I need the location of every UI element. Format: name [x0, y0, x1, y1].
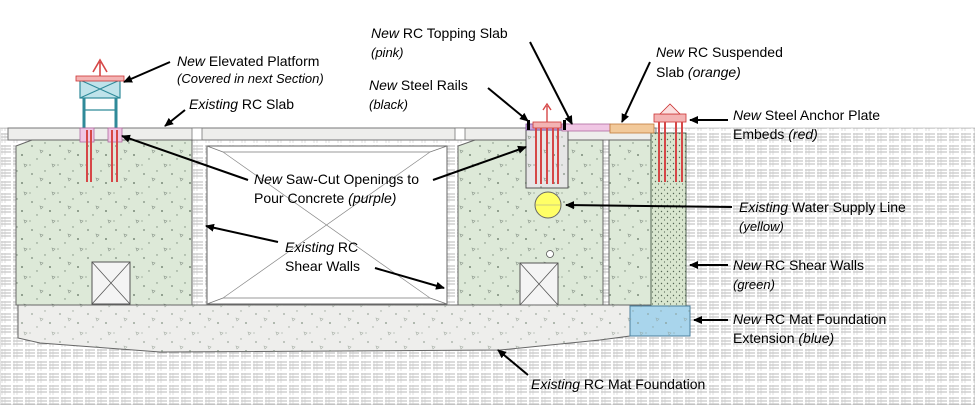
new-rc-shear-wall [650, 132, 687, 309]
label-topping-slab: New RC Topping Slab [371, 25, 508, 41]
label-existing-slab: Existing RC Slab [189, 96, 294, 112]
anchor-embeds-column [653, 103, 687, 182]
label-mat-extension: New RC Mat Foundation [733, 311, 886, 327]
label-existing-shear-walls: Existing RC [285, 239, 358, 255]
label-steel-rails-color: (black) [369, 97, 408, 112]
leader-arrows [121, 41, 733, 376]
label-suspended-slab-line2: Slab (orange) [656, 64, 741, 80]
label-water-line: Existing Water Supply Line [739, 199, 906, 215]
new-suspended-slab [609, 123, 655, 134]
label-suspended-slab: New RC Suspended [656, 44, 783, 60]
anchor-embeds-rails [532, 102, 562, 184]
label-mat-extension-line2: Extension (blue) [733, 330, 834, 346]
label-water-line-color: (yellow) [739, 219, 784, 234]
label-elevated-platform-sub: (Covered in next Section) [177, 71, 324, 86]
new-topping-slab [561, 123, 611, 132]
label-steel-rails: New Steel Rails [369, 77, 468, 93]
label-new-shear-walls-color: (green) [733, 277, 775, 292]
new-elevated-platform [75, 58, 125, 182]
label-saw-cut-line2: Pour Concrete (purple) [254, 190, 396, 206]
label-anchor-plate: New Steel Anchor Plate [733, 107, 880, 123]
label-elevated-platform: New Elevated Platform [177, 53, 319, 69]
label-topping-slab-color: (pink) [371, 45, 404, 60]
label-new-shear-walls: New RC Shear Walls [733, 257, 864, 273]
steel-rail-right [563, 120, 566, 130]
steel-rail-left [527, 120, 530, 130]
label-existing-shear-walls-line2: Shear Walls [285, 258, 360, 274]
label-anchor-plate-line2: Embeds (red) [733, 126, 818, 142]
label-saw-cut: New Saw-Cut Openings to [254, 171, 419, 187]
label-existing-mat: Existing RC Mat Foundation [531, 376, 705, 392]
